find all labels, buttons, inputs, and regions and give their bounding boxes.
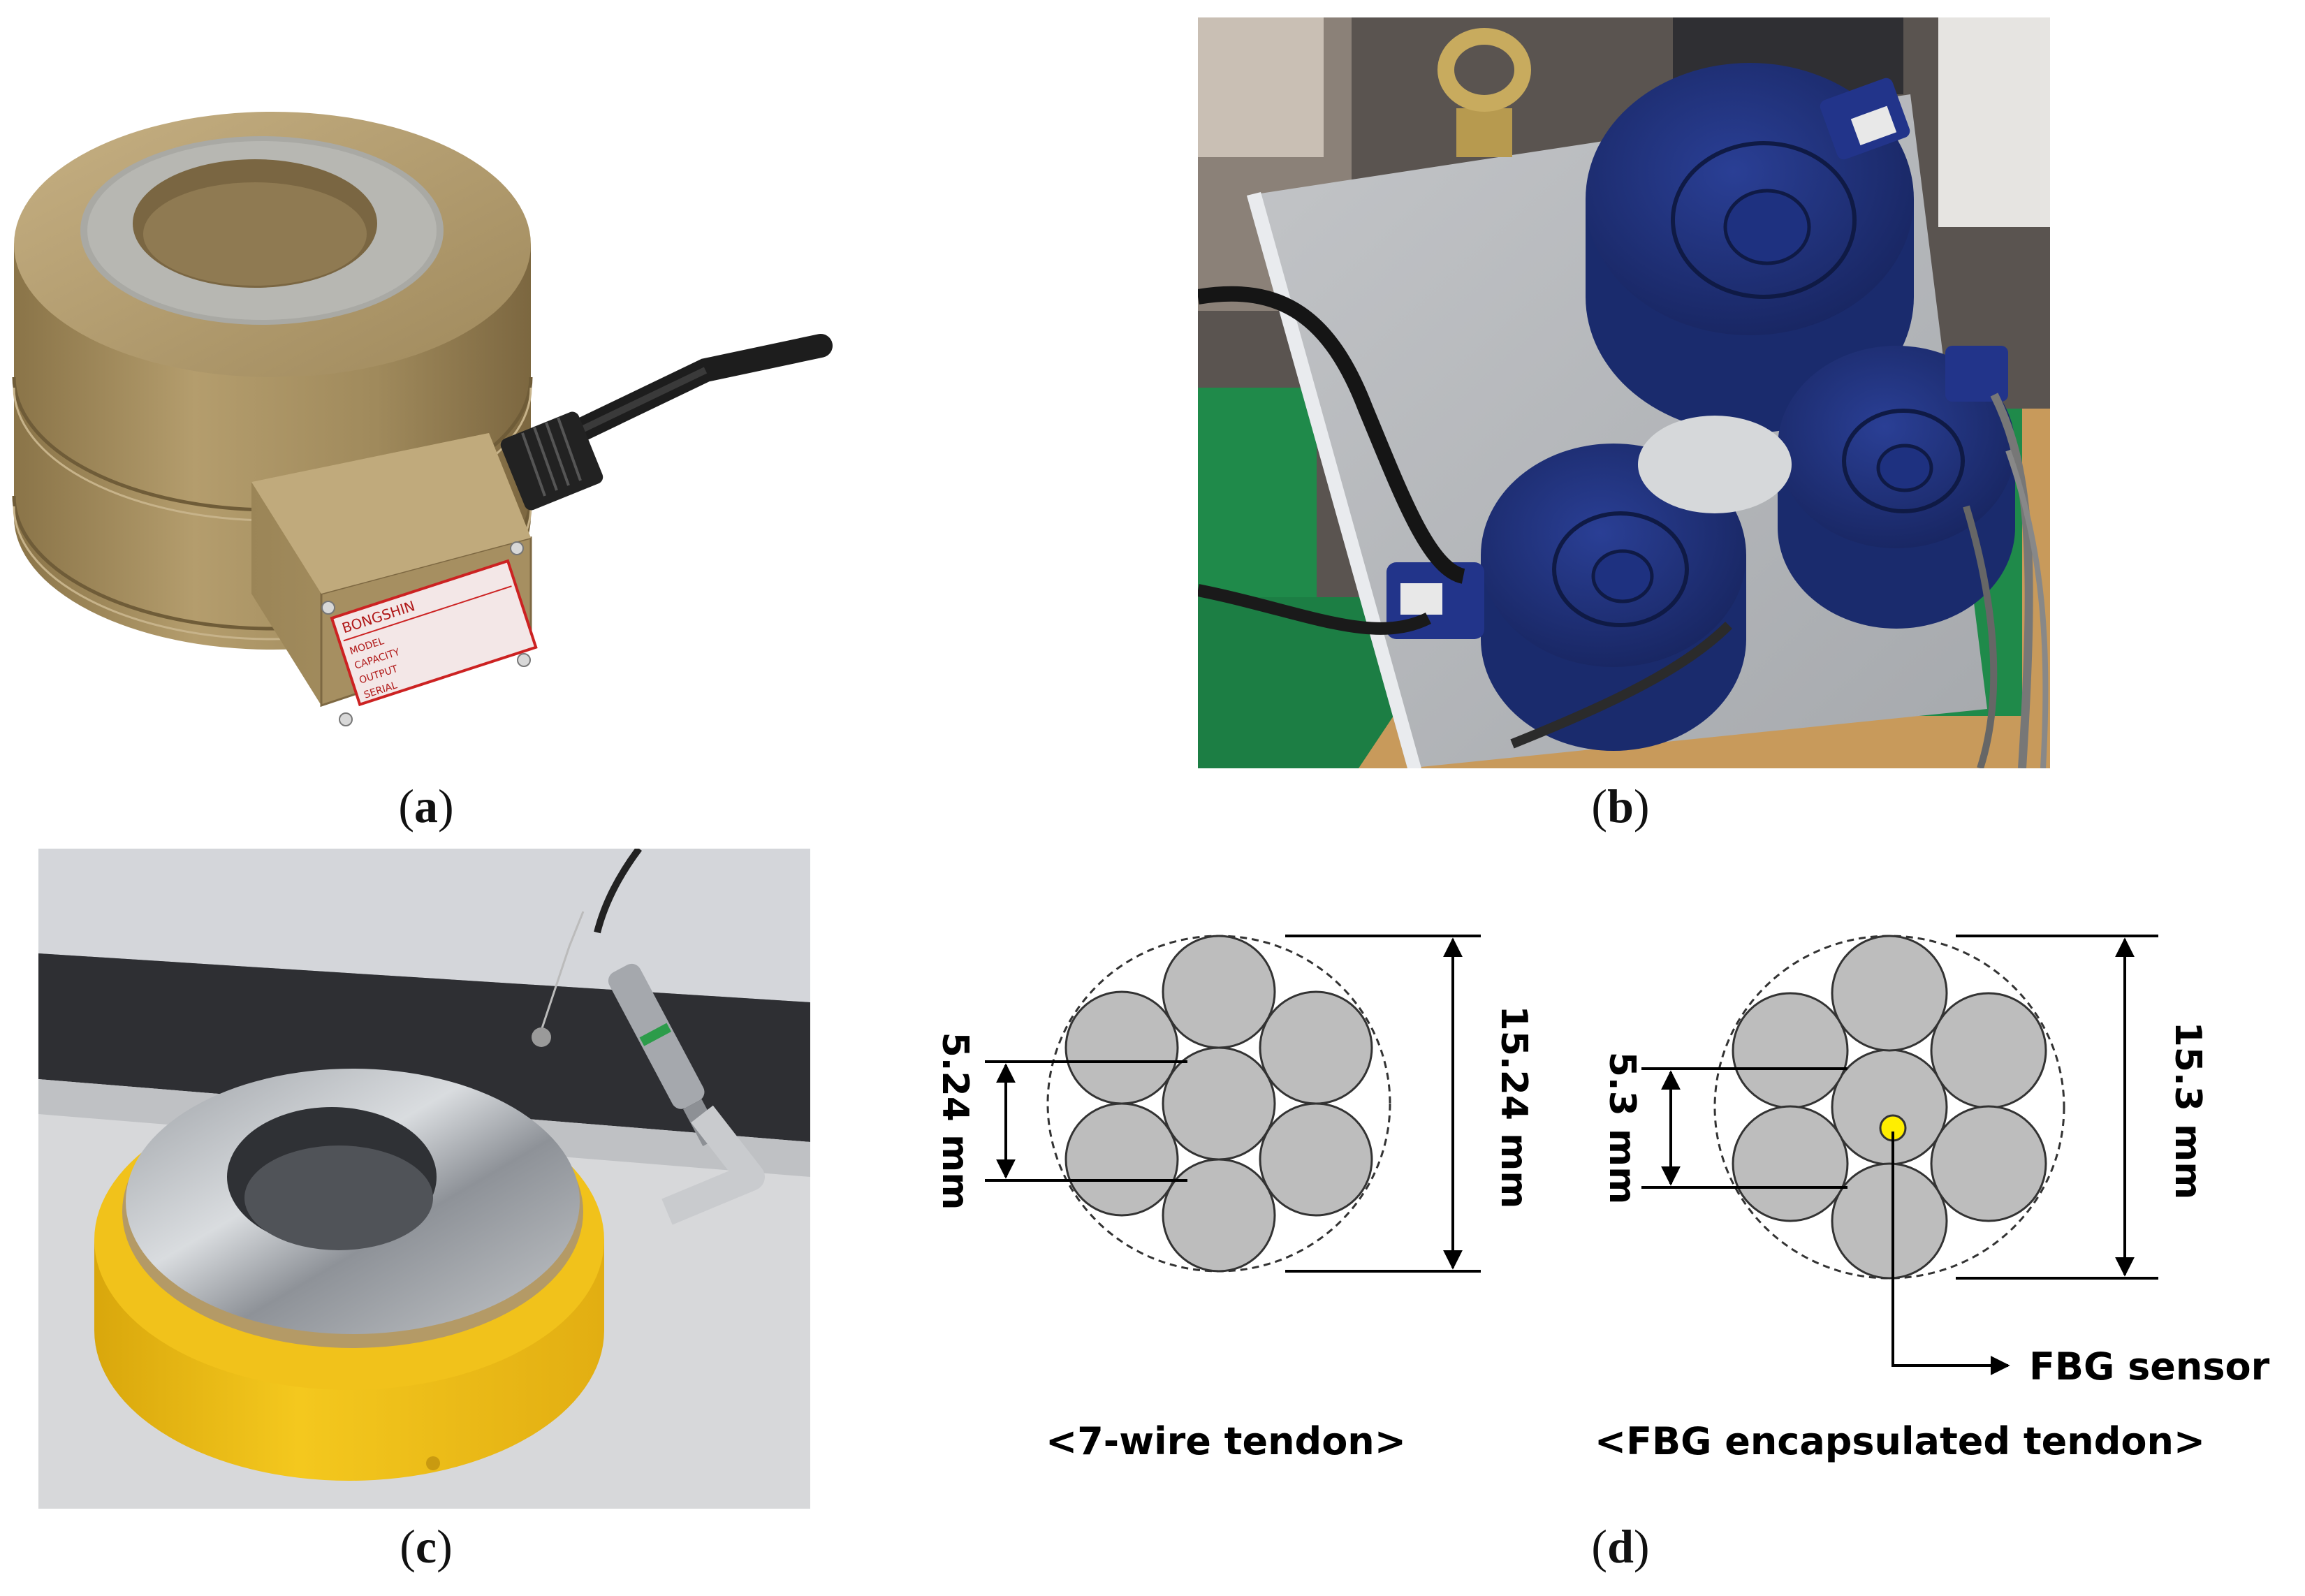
fbg-outer-diameter-label: 15.3 mm xyxy=(2167,1022,2209,1200)
load-cell-large xyxy=(1586,63,1914,433)
fbg-encapsulated-tendon: 5.3 mm 15.3 mm FBG sensor <FBG encapsula… xyxy=(1595,935,2270,1463)
eyebolt xyxy=(1437,28,1531,157)
fbg-wire-diameter-label: 5.3 mm xyxy=(1601,1052,1643,1205)
photo-ring-load-cell xyxy=(38,849,810,1509)
caption-a: (a) xyxy=(398,779,454,833)
photo-hollow-load-cell: BONGSHIN MODEL CAPACITY OUTPUT SERIAL xyxy=(12,112,833,726)
photo-blue-load-cells xyxy=(1198,17,2050,768)
tendon-wires xyxy=(1064,935,1373,1273)
wire-diameter-label: 5.24 mm xyxy=(934,1032,976,1210)
tendon-cross-section-diagram: 5.24 mm 15.24 mm <7-wire tendon> 5.3 mm … xyxy=(934,935,2270,1463)
caption-d: (d) xyxy=(1591,1520,1650,1573)
nameplate: BONGSHIN MODEL CAPACITY OUTPUT SERIAL xyxy=(330,559,538,707)
seven-wire-tendon: 5.24 mm 15.24 mm <7-wire tendon> xyxy=(934,935,1535,1463)
fbg-tendon-wires xyxy=(1732,935,2047,1280)
fbg-sensor-label: FBG sensor xyxy=(2029,1345,2270,1389)
caption-c: (c) xyxy=(400,1520,453,1573)
outer-diameter-label: 15.24 mm xyxy=(1493,1006,1535,1209)
seven-wire-title: <7-wire tendon> xyxy=(1046,1419,1406,1463)
load-cell-right xyxy=(1778,346,2015,629)
fbg-tendon-title: <FBG encapsulated tendon> xyxy=(1595,1419,2205,1463)
caption-b: (b) xyxy=(1591,779,1650,833)
